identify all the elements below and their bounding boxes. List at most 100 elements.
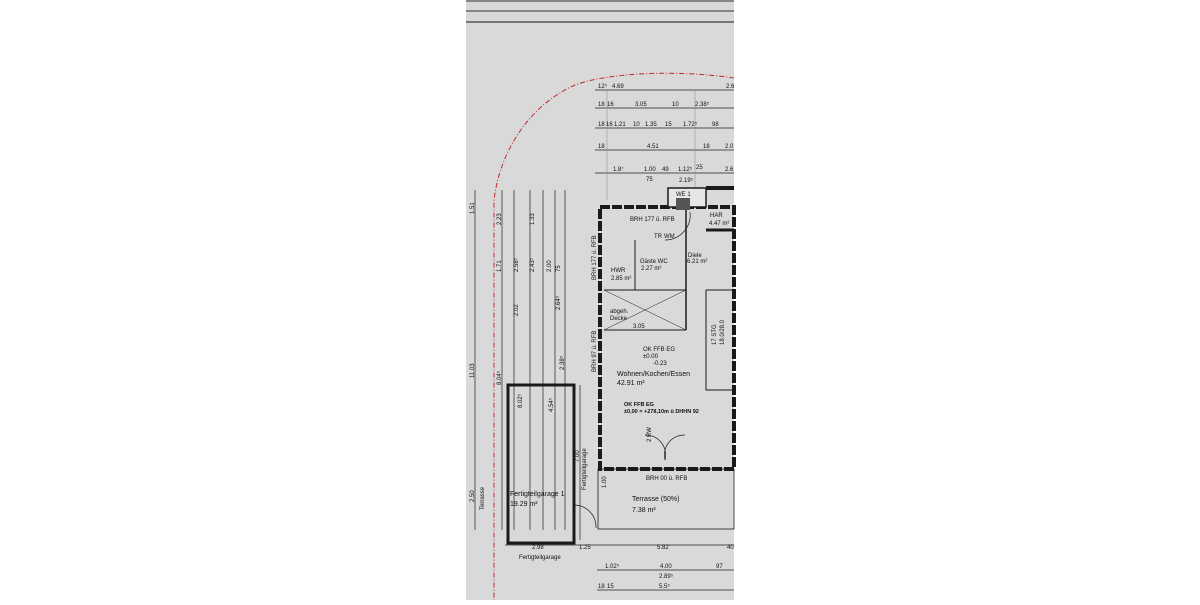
dim-text: 16 [607, 102, 614, 108]
dim-text: 5.5⁵ [659, 583, 670, 590]
dim-text: 2.6 [725, 167, 734, 173]
top-dimensions: 12⁵ 4.69 2.6 18 16 3.05 10 2.38⁵ 18 16 1… [598, 83, 735, 184]
ok-ffb-ref-value: ±0,00 = +278,10m ü DHHN 92 [624, 409, 699, 415]
dim-text: 1.00 [644, 167, 656, 173]
brh-bottom-label: BRH 00 ü. RFB [646, 476, 687, 482]
stair-ratio: 18.0/28.0 [720, 319, 726, 345]
abgeh-decke-1: abgeh. [610, 309, 629, 315]
ok-ffb-value: ±0.00 [643, 354, 659, 360]
dim-text: 2.98 [532, 545, 544, 551]
kitchen-dimension: 3.05 [633, 324, 645, 330]
garage-side-label: Fertigteilgarage [582, 448, 588, 490]
dim-text: 2.6 [726, 84, 735, 90]
dim-text: 15 [607, 584, 614, 590]
dim-text: 1.33 [530, 213, 536, 225]
dim-text: 8.02⁵ [517, 393, 524, 408]
dim-text: 4.69 [612, 84, 624, 90]
brh-left2-label: BRH 97 ü. RFB [592, 331, 598, 372]
dim-text: Terrasse [480, 486, 486, 510]
dim-text: 16 [606, 122, 613, 128]
dim-text: 75 [556, 265, 562, 272]
dim-text: 18 [703, 144, 710, 150]
dim-text: 11.03 [470, 363, 476, 378]
brh-left-label: BRH 177 ü. RFB [592, 235, 598, 280]
dim-text: 1.25 [579, 545, 591, 551]
dim-text: 18 [598, 584, 605, 590]
dim-text: 10 [633, 122, 640, 128]
dim-text: 1.35 [645, 122, 657, 128]
room-garage-name: Fertigteilgarage 1 [510, 491, 565, 498]
dimension-lines [474, 89, 734, 591]
room-tr: TR [654, 234, 663, 240]
dim-text: 18 [598, 144, 605, 150]
room-terrasse-area: 7.38 m² [632, 507, 656, 514]
dim-text: 40 [727, 545, 734, 551]
dim-text: 1.72⁵ [683, 121, 698, 128]
room-we1: WE 1 [676, 192, 691, 198]
dim-text: 1.71 [497, 260, 503, 272]
dim-text: 2.89⁵ [659, 573, 674, 580]
ok-ffb-offset: -0.23 [653, 361, 667, 367]
dim-text: 2.43⁵ [529, 257, 536, 272]
room-diele-name: Diele [688, 253, 702, 259]
dim-text: 4.54⁵ [548, 397, 555, 412]
room-wohnen-name: Wohnen/Kochen/Essen [617, 371, 690, 378]
dim-text: 1.12⁵ [678, 166, 693, 173]
dim-text: 4.51 [647, 144, 659, 150]
dim-text: 2.38⁵ [559, 355, 566, 370]
dim-text: 2.58⁵ [513, 257, 520, 272]
room-har-name: HAR [710, 213, 723, 219]
dim-text: 15 [665, 122, 672, 128]
room-hwr-name: HWR [611, 268, 626, 274]
room-gaeste-wc-area: 2.27 m² [641, 266, 661, 272]
room-har-area: 4.47 m² [709, 221, 729, 227]
dim-text: 2.19⁵ [679, 177, 694, 184]
ok-ffb-label: OK FFB EG [643, 347, 675, 353]
abgeh-decke-2: Decke [610, 316, 628, 322]
dim-text: 1.8⁷ [613, 166, 624, 173]
room-wm: WM [664, 234, 675, 240]
room-hwr-area: 2.85 m² [611, 276, 631, 282]
stair-label: 17 STG [712, 324, 718, 345]
dim-text: 98 [712, 122, 719, 128]
dim-text: 75 [646, 177, 653, 183]
room-diele-area: 6.21 m² [687, 259, 707, 265]
dim-text: 97 [716, 564, 723, 570]
dim-text: 25 [696, 165, 703, 171]
room-gaeste-wc-name: Gäste WC [640, 259, 668, 265]
bottom-dimensions: 2.98 1.25 5.82 40 Fertigteilgarage 1.02⁵… [519, 545, 734, 590]
dim-text: 3.05 [635, 102, 647, 108]
dim-text: Fertigteilgarage [519, 555, 561, 561]
garage-depth: 7.00 [575, 450, 581, 462]
dim-text: 4.00 [660, 564, 672, 570]
dim-text: 2.02 [514, 304, 520, 316]
dim-text: 2.38⁵ [695, 101, 710, 108]
terrace-depth: 1.00 [602, 476, 608, 488]
dim-text: 5.82 [657, 545, 669, 551]
dim-text: 10 [672, 102, 679, 108]
ok-ffb-ref-label: OK FFB EG [624, 402, 654, 408]
room-labels: WE 1 HAR 4.47 m² BRH 177 ü. RFB BRH 177 … [510, 192, 729, 514]
dim-text: 2.23 [497, 213, 503, 225]
dim-text: 8.04⁵ [496, 370, 503, 385]
dim-text: 12⁵ [598, 83, 608, 90]
dim-text: 18 [598, 102, 605, 108]
dim-text: 18 [598, 122, 605, 128]
dim-text: 2.0 [725, 144, 734, 150]
dim-text: 2.64⁵ [555, 295, 562, 310]
dim-text: 2.50 [470, 490, 476, 502]
property-line [493, 72, 735, 600]
dim-text: 1.02⁵ [605, 563, 620, 570]
left-dimensions: 1.51 2.23 11.03 2.50 Terrasse 1.71 2.58⁵… [470, 202, 566, 510]
dim-text: 2.00 [547, 260, 553, 272]
brh-top-label: BRH 177 ü. RFB [630, 217, 675, 223]
door-label: 2 RW [647, 427, 653, 442]
dim-text: 1.21 [614, 122, 626, 128]
room-wohnen-area: 42.91 m² [617, 380, 645, 387]
walls [506, 186, 736, 545]
room-garage-area: 19.29 m² [510, 501, 538, 508]
room-terrasse-name: Terrasse (50%) [632, 496, 679, 503]
sheet-border-lines [466, 0, 734, 23]
